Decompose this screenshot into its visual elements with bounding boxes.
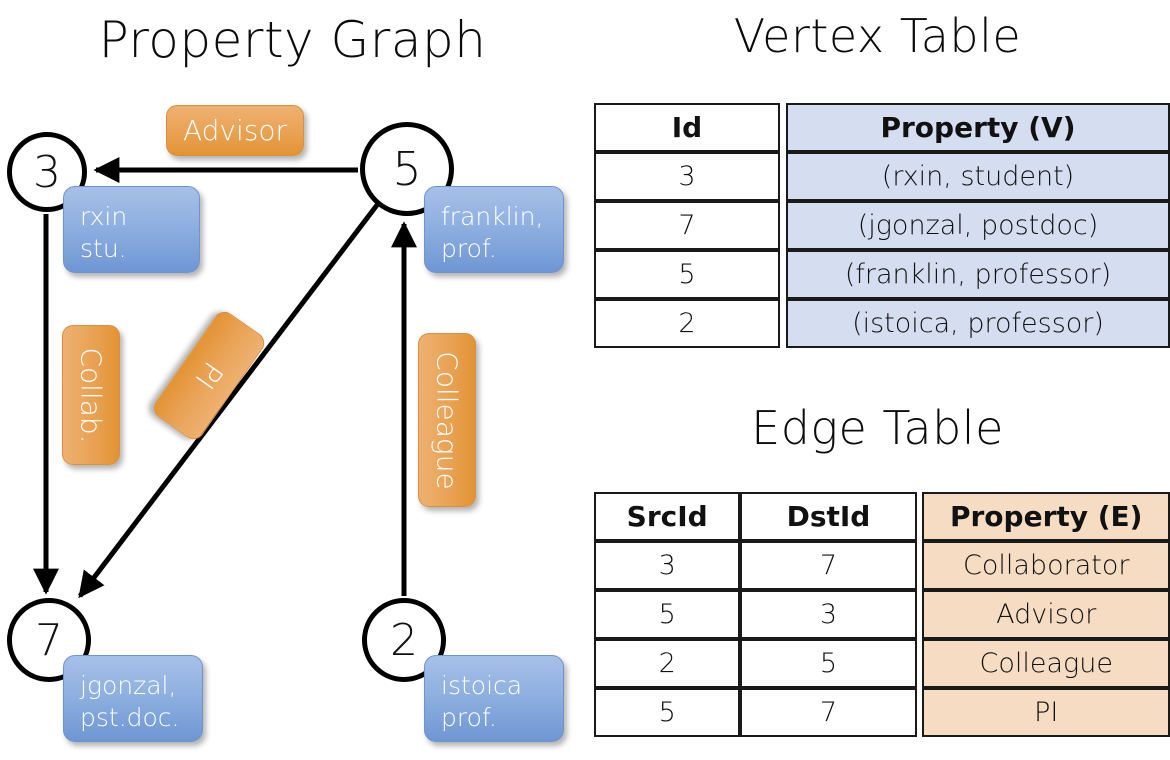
node-7-label: 7 — [35, 614, 63, 666]
table-row[interactable]: 7 (jgonzal, postdoc) — [594, 201, 1170, 250]
node-property-3-line1: rxin — [80, 202, 128, 231]
vertex-cell-id: 3 — [594, 152, 780, 201]
vertex-header-property: Property (V) — [786, 103, 1170, 152]
node-2-label: 2 — [390, 614, 418, 666]
node-5-label: 5 — [392, 142, 422, 196]
column-gap — [780, 201, 786, 250]
table-row[interactable]: 3 7 Collaborator — [594, 541, 1170, 590]
node-property-box-7: jgonzal, pst.doc. — [63, 655, 203, 742]
table-row[interactable]: 2 5 Colleague — [594, 639, 1170, 688]
node-property-5-line2: prof. — [441, 234, 497, 263]
table-row[interactable]: 5 7 PI — [594, 688, 1170, 737]
node-3-label: 3 — [33, 146, 61, 198]
vertex-cell-id: 2 — [594, 299, 780, 348]
edge-label-colleague-text: Colleague — [430, 350, 464, 490]
column-gap — [916, 590, 923, 639]
edge-header-property: Property (E) — [922, 492, 1170, 541]
node-property-box-2: istoica prof. — [424, 655, 564, 742]
vertex-cell-property: (rxin, student) — [786, 152, 1170, 201]
page-title-vertex-table: Vertex Table — [733, 9, 1022, 63]
node-property-box-3: rxin stu. — [63, 186, 200, 273]
edge-table: SrcId DstId Property (E) 3 7 Collaborato… — [594, 492, 1170, 737]
property-graph-panel: Property Graph 3 5 7 2 rxin stu. frankli… — [7, 11, 564, 742]
column-gap — [916, 639, 923, 688]
edge-cell-srcid: 5 — [594, 590, 741, 639]
column-gap — [780, 103, 786, 152]
edge-cell-srcid: 5 — [594, 688, 741, 737]
vertex-cell-id: 7 — [594, 201, 780, 250]
page-title-property-graph: Property Graph — [98, 11, 487, 69]
column-gap — [916, 492, 923, 541]
node-property-7-line1: jgonzal, — [80, 671, 177, 700]
node-property-2-line2: prof. — [441, 703, 497, 732]
graph-node-2[interactable]: 2 — [362, 598, 446, 682]
edge-cell-dstid: 5 — [740, 639, 917, 688]
vertex-cell-property: (istoica, professor) — [786, 299, 1170, 348]
node-property-3-line2: stu. — [80, 234, 127, 263]
column-gap — [780, 152, 786, 201]
edge-label-colleague: Colleague — [418, 333, 476, 507]
vertex-cell-property: (franklin, professor) — [786, 250, 1170, 299]
node-property-2-line1: istoica — [441, 671, 523, 700]
edge-cell-srcid: 2 — [594, 639, 741, 688]
edge-5-to-7 — [78, 203, 379, 599]
edge-cell-dstid: 7 — [740, 541, 917, 590]
edge-header-dstid: DstId — [740, 492, 917, 541]
edge-label-collab: Collab. — [62, 325, 120, 465]
column-gap — [780, 250, 786, 299]
edge-cell-property: PI — [922, 688, 1170, 737]
table-row[interactable]: 2 (istoica, professor) — [594, 299, 1170, 348]
edge-label-advisor-text: Advisor — [182, 114, 287, 147]
page-title-edge-table: Edge Table — [751, 401, 1004, 455]
edge-label-advisor: Advisor — [166, 105, 304, 156]
edge-header-srcid: SrcId — [594, 492, 741, 541]
edge-cell-dstid: 3 — [740, 590, 917, 639]
table-header-row: SrcId DstId Property (E) — [594, 492, 1170, 541]
vertex-header-id: Id — [594, 103, 780, 152]
graph-node-5[interactable]: 5 — [360, 122, 454, 216]
edge-label-collab-text: Collab. — [74, 346, 108, 444]
edge-cell-srcid: 3 — [594, 541, 741, 590]
column-gap — [916, 688, 923, 737]
table-header-row: Id Property (V) — [594, 103, 1170, 152]
edge-cell-property: Advisor — [922, 590, 1170, 639]
node-property-5-line1: franklin, — [441, 202, 544, 231]
edge-cell-property: Colleague — [922, 639, 1170, 688]
table-row[interactable]: 5 3 Advisor — [594, 590, 1170, 639]
node-property-7-line2: pst.doc. — [80, 703, 180, 732]
graph-edges-layer — [33, 157, 417, 599]
column-gap — [916, 541, 923, 590]
vertex-cell-id: 5 — [594, 250, 780, 299]
column-gap — [780, 299, 786, 348]
vertex-table: Id Property (V) 3 (rxin, student) 7 (jgo… — [594, 103, 1170, 348]
table-row[interactable]: 3 (rxin, student) — [594, 152, 1170, 201]
table-row[interactable]: 5 (franklin, professor) — [594, 250, 1170, 299]
node-property-box-5: franklin, prof. — [424, 186, 564, 273]
edge-cell-dstid: 7 — [740, 688, 917, 737]
edge-cell-property: Collaborator — [922, 541, 1170, 590]
edge-label-pi-text: PI — [188, 355, 230, 396]
vertex-cell-property: (jgonzal, postdoc) — [786, 201, 1170, 250]
